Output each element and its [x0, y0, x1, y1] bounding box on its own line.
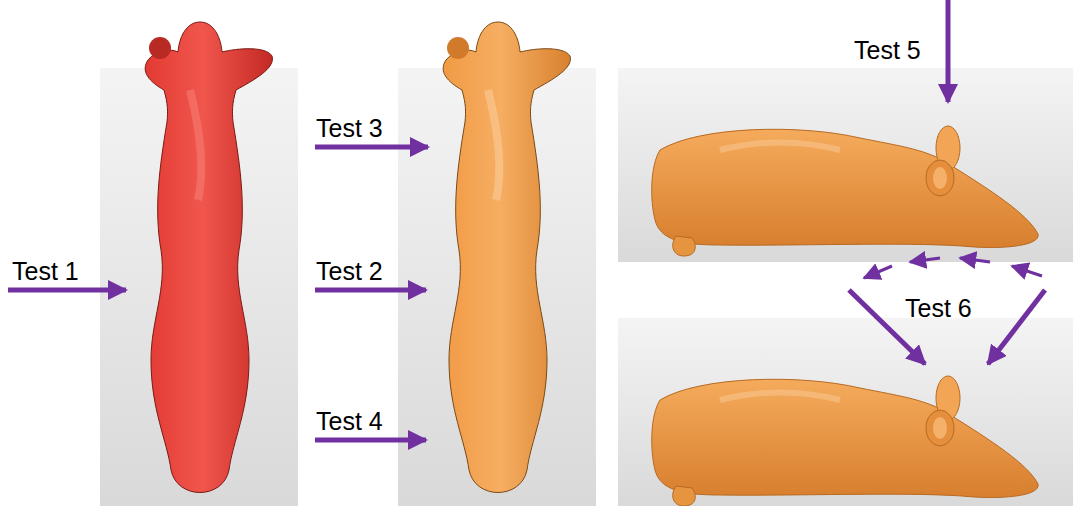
rotation-arc — [864, 258, 1042, 278]
mouse-top-red — [145, 22, 272, 493]
mouse-top-orange — [443, 22, 570, 493]
test-label: Test 6 — [905, 296, 972, 321]
mouse-side-upper — [652, 126, 1038, 256]
test-label: Test 2 — [316, 259, 383, 284]
load-arrows — [8, 0, 1045, 440]
mouse-side-lower — [652, 376, 1038, 506]
test-label: Test 5 — [854, 38, 921, 63]
test-label: Test 1 — [12, 259, 79, 284]
test-label: Test 4 — [316, 409, 383, 434]
test-label: Test 3 — [316, 116, 383, 141]
